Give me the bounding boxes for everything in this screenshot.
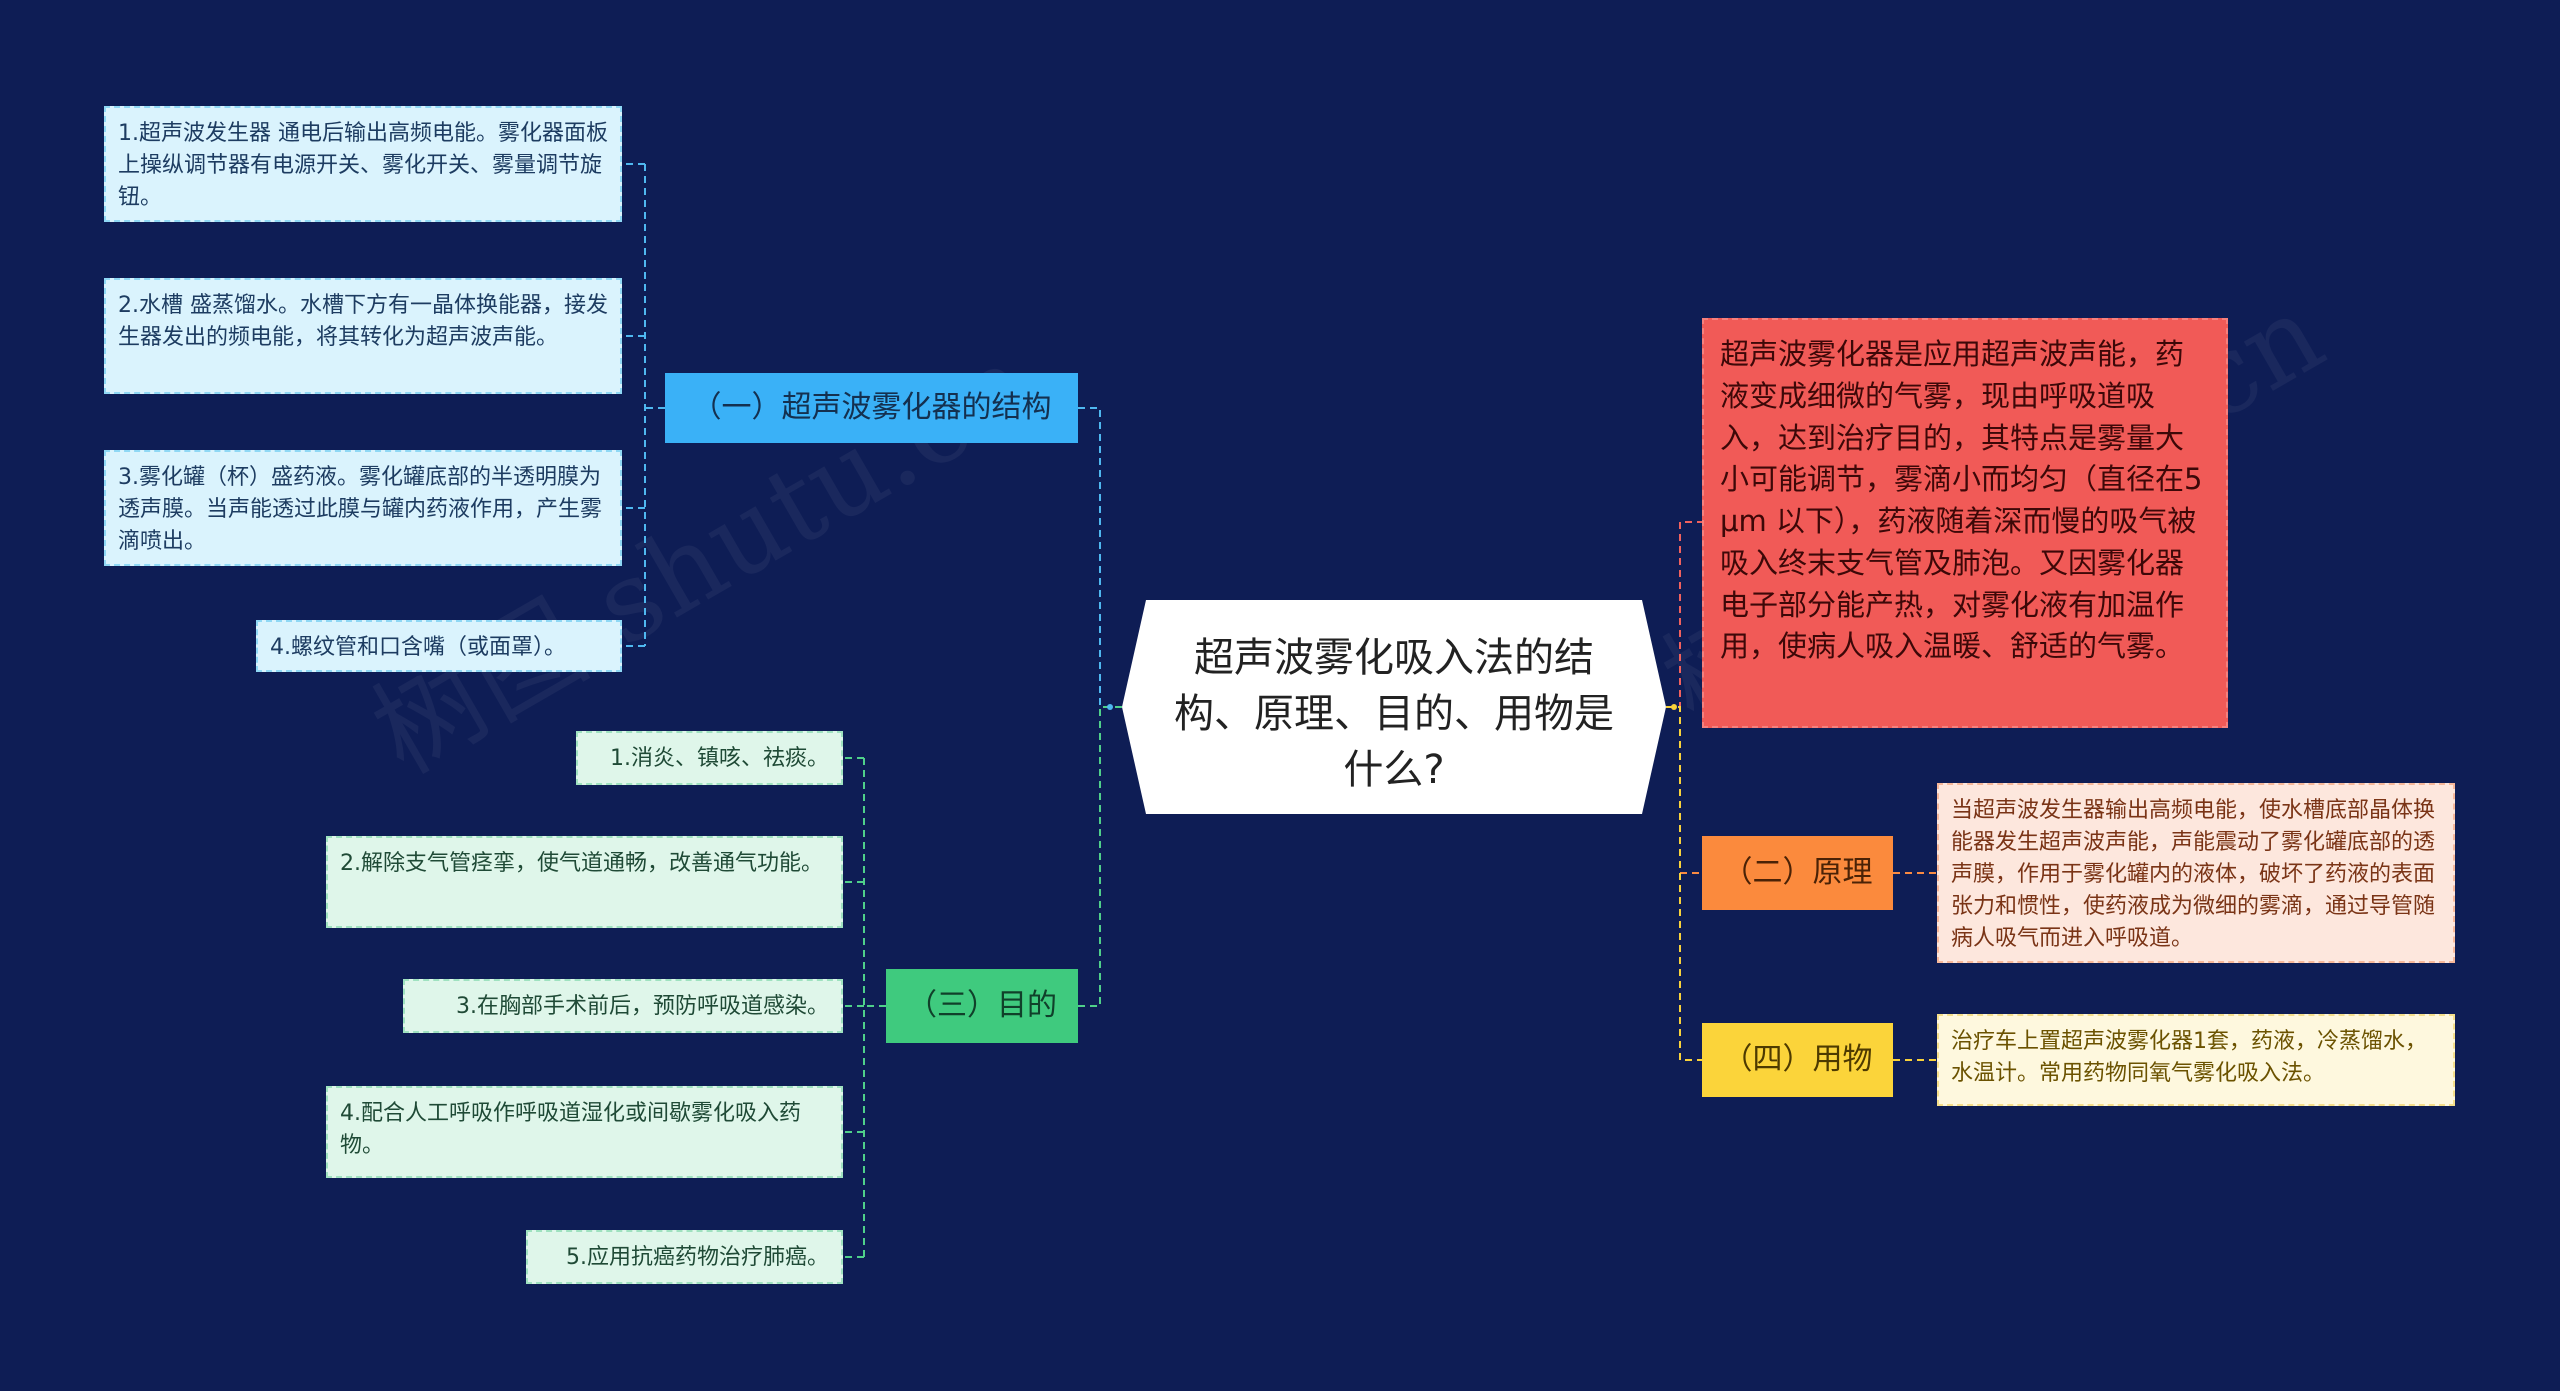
supplies-item[interactable]: 治疗车上置超声波雾化器1套，药液，冷蒸馏水，水温计。常用药物同氧气雾化吸入法。: [1937, 1014, 2455, 1106]
purpose-connectors: [843, 706, 1122, 1258]
purpose-item-2[interactable]: 2.解除支气管痉挛，使气道通畅，改善通气功能。: [326, 836, 843, 928]
structure-connectors: [622, 163, 1122, 708]
purpose-item-3[interactable]: 3.在胸部手术前后，预防呼吸道感染。: [403, 979, 843, 1033]
structure-item-3-text: 3.雾化罐（杯）盛药液。雾化罐底部的半透明膜为透声膜。当声能透过此膜与罐内药液作…: [118, 465, 603, 554]
branch-structure-label: （一）超声波雾化器的结构: [691, 390, 1052, 426]
branch-principle[interactable]: （二）原理: [1702, 836, 1893, 910]
branch-supplies-label: （四）用物: [1722, 1042, 1873, 1078]
central-topic-title: 超声波雾化吸入法的结构、原理、目的、用物是什么?: [1174, 635, 1614, 793]
central-topic-shape: [1122, 600, 1666, 814]
purpose-item-1-text: 1.消炎、镇咳、祛痰。: [610, 746, 829, 771]
description-text: 超声波雾化器是应用超声波声能，药液变成细微的气雾，现由呼吸道吸入，达到治疗目的，…: [1720, 337, 2203, 664]
branch-structure[interactable]: （一）超声波雾化器的结构: [665, 373, 1078, 443]
purpose-item-4-text: 4.配合人工呼吸作呼吸道湿化或间歇雾化吸入药物。: [340, 1101, 801, 1158]
structure-item-3[interactable]: 3.雾化罐（杯）盛药液。雾化罐底部的半透明膜为透声膜。当声能透过此膜与罐内药液作…: [104, 450, 622, 566]
principle-item[interactable]: 当超声波发生器输出高频电能，使水槽底部晶体换能器发生超声波声能，声能震动了雾化罐…: [1937, 783, 2455, 963]
purpose-item-4[interactable]: 4.配合人工呼吸作呼吸道湿化或间歇雾化吸入药物。: [326, 1086, 843, 1178]
branch-supplies[interactable]: （四）用物: [1702, 1023, 1893, 1097]
structure-item-4[interactable]: 4.螺纹管和口含嘴（或面罩）。: [256, 620, 622, 672]
branch-principle-label: （二）原理: [1722, 855, 1873, 891]
description-connectors: [1666, 521, 1702, 708]
purpose-item-2-text: 2.解除支气管痉挛，使气道通畅，改善通气功能。: [340, 851, 823, 876]
principle-item-text: 当超声波发生器输出高频电能，使水槽底部晶体换能器发生超声波声能，声能震动了雾化罐…: [1951, 798, 2436, 951]
structure-item-2-text: 2.水槽 盛蒸馏水。水槽下方有一晶体换能器，接发生器发出的频电能，将其转化为超声…: [118, 293, 608, 350]
structure-item-2[interactable]: 2.水槽 盛蒸馏水。水槽下方有一晶体换能器，接发生器发出的频电能，将其转化为超声…: [104, 278, 622, 394]
structure-item-1[interactable]: 1.超声波发生器 通电后输出高频电能。雾化器面板上操纵调节器有电源开关、雾化开关…: [104, 106, 622, 222]
purpose-item-5-text: 5.应用抗癌药物治疗肺癌。: [566, 1245, 829, 1270]
structure-item-1-text: 1.超声波发生器 通电后输出高频电能。雾化器面板上操纵调节器有电源开关、雾化开关…: [118, 121, 608, 210]
description-node[interactable]: 超声波雾化器是应用超声波声能，药液变成细微的气雾，现由呼吸道吸入，达到治疗目的，…: [1702, 318, 2228, 728]
supplies-item-text: 治疗车上置超声波雾化器1套，药液，冷蒸馏水，水温计。常用药物同氧气雾化吸入法。: [1951, 1029, 2427, 1086]
structure-item-4-text: 4.螺纹管和口含嘴（或面罩）。: [270, 635, 566, 660]
purpose-item-5[interactable]: 5.应用抗癌药物治疗肺癌。: [526, 1230, 843, 1284]
branch-purpose-label: （三）目的: [907, 988, 1057, 1024]
purpose-item-3-text: 3.在胸部手术前后，预防呼吸道感染。: [456, 994, 829, 1019]
branch-purpose[interactable]: （三）目的: [886, 969, 1078, 1043]
purpose-item-1[interactable]: 1.消炎、镇咳、祛痰。: [576, 731, 843, 785]
central-topic-node[interactable]: 超声波雾化吸入法的结构、原理、目的、用物是什么?: [1122, 600, 1666, 814]
